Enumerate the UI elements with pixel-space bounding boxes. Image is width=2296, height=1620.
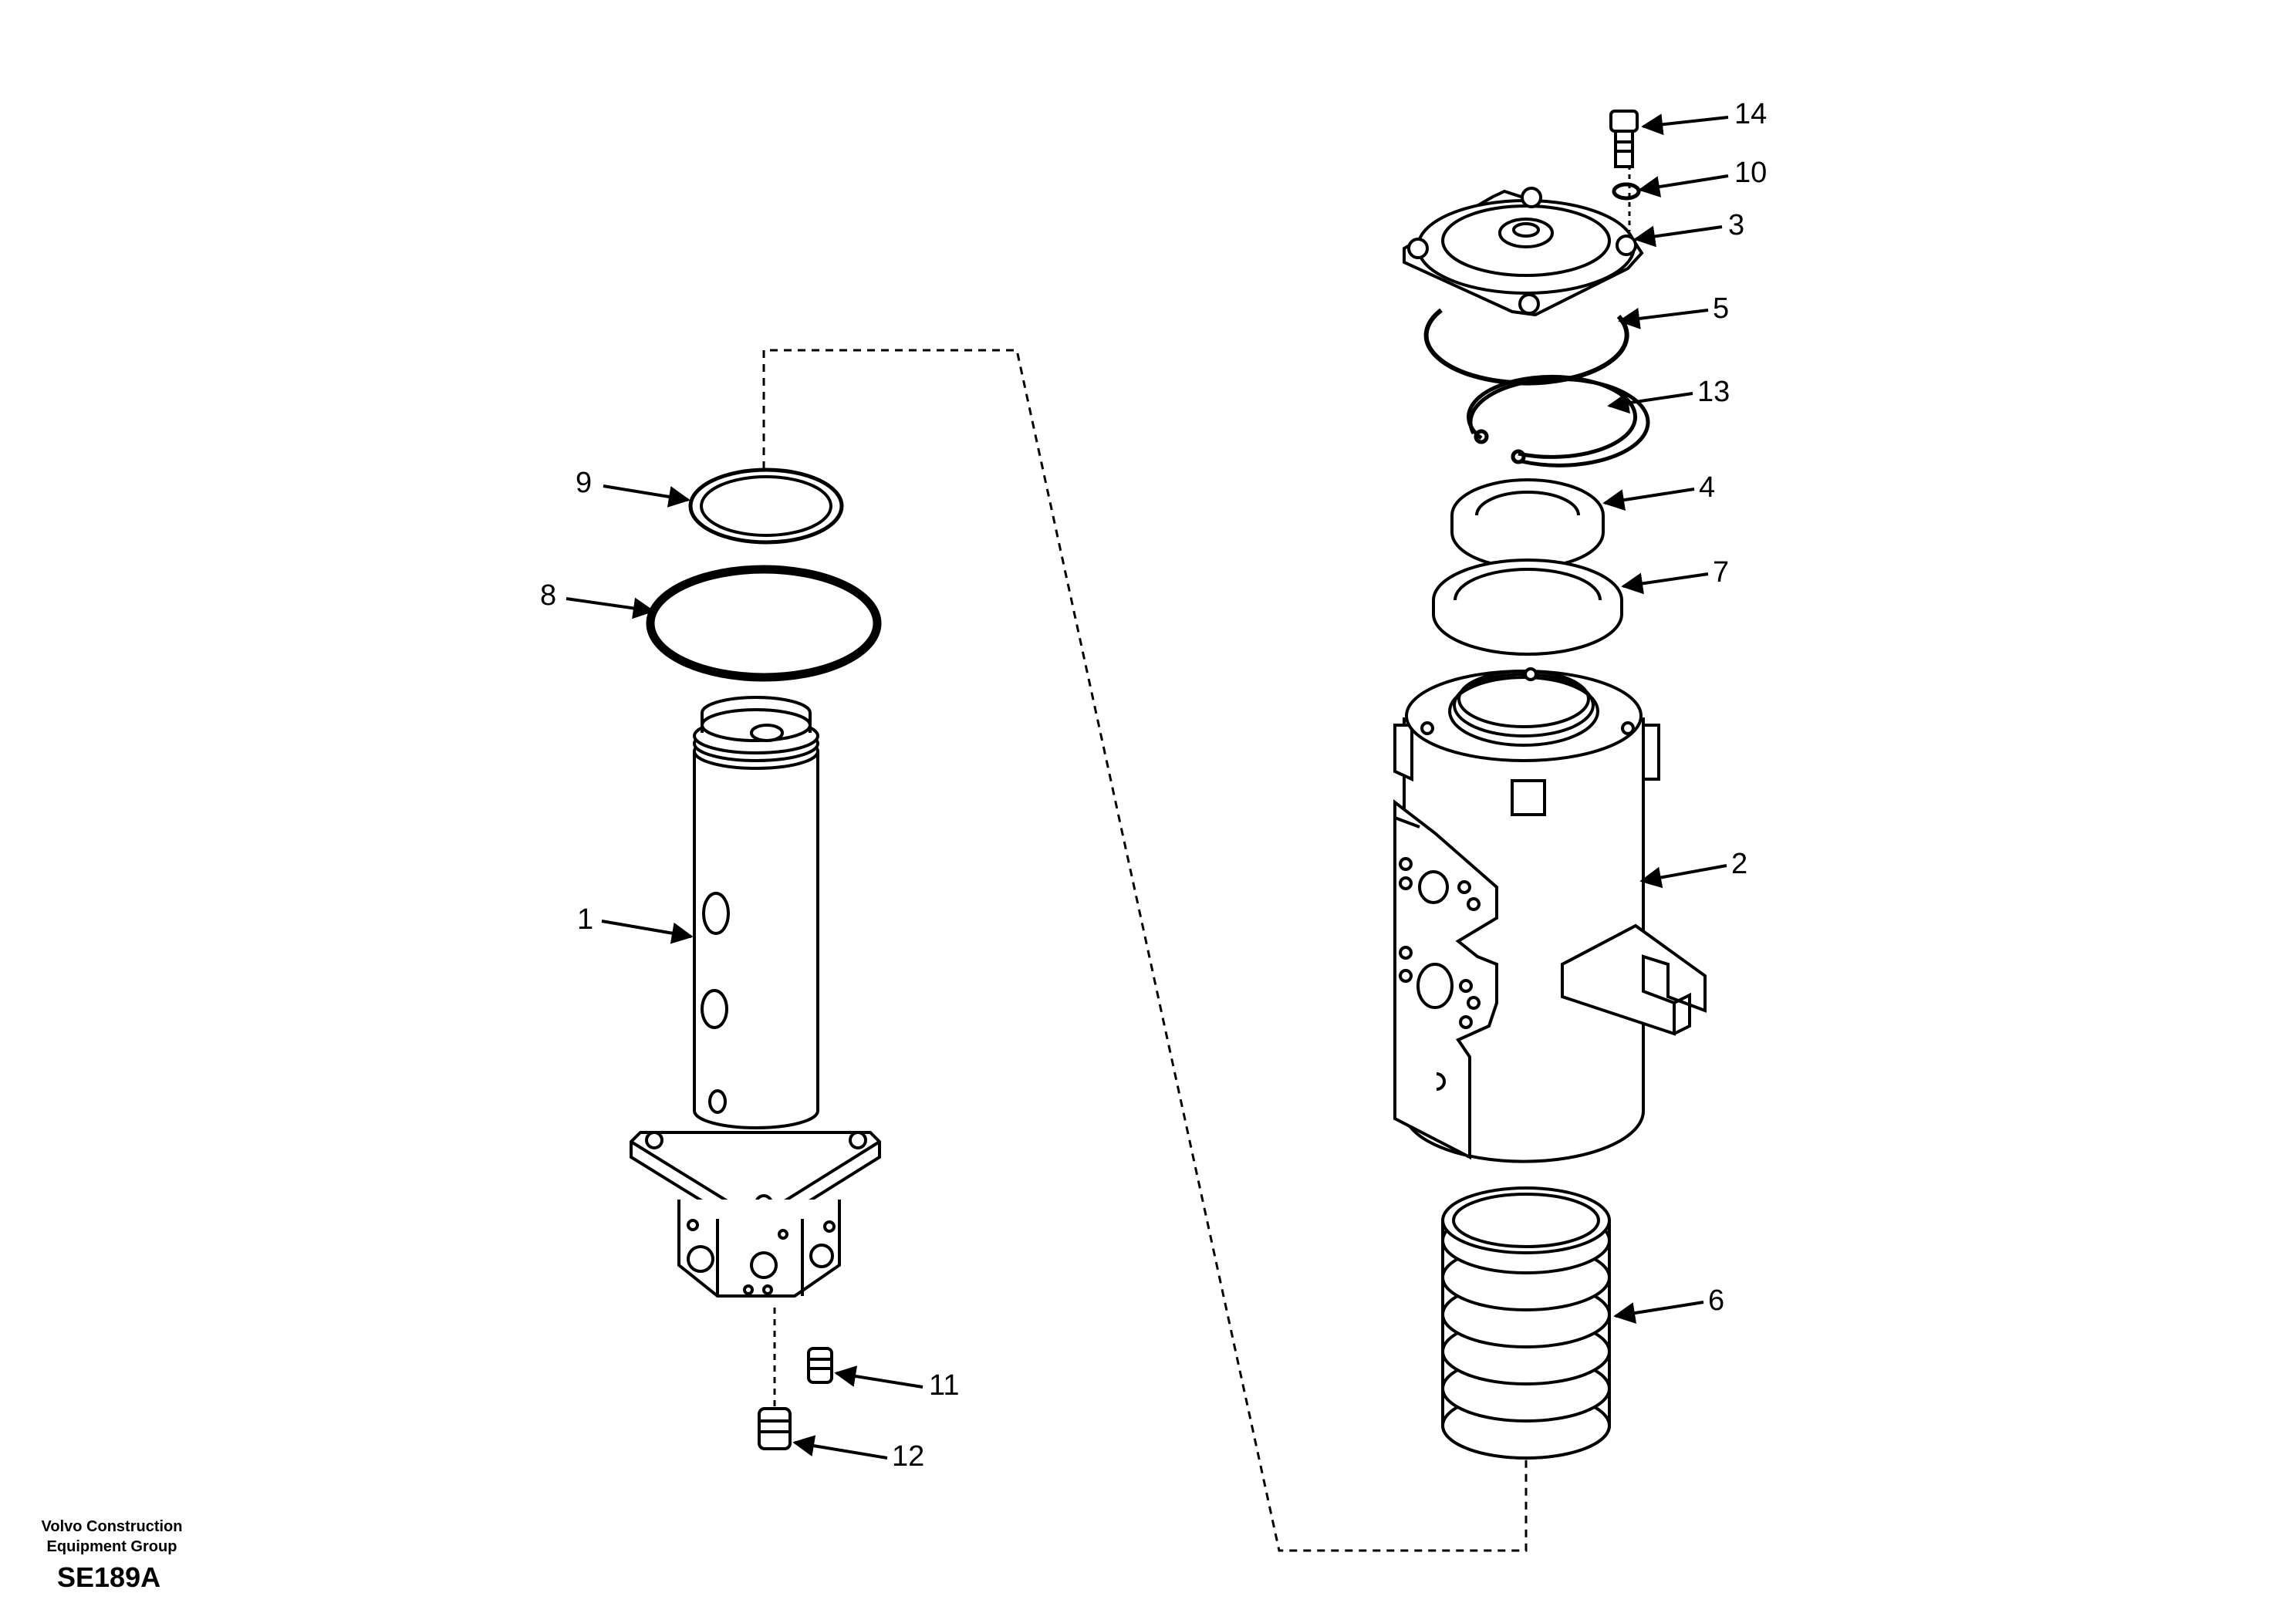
part-7-washer-ring	[1432, 559, 1623, 656]
leader-11	[834, 1365, 923, 1389]
callout-13: 13	[1697, 376, 1730, 408]
callout-9: 9	[576, 467, 592, 499]
callout-4: 4	[1699, 471, 1715, 504]
part-9-backup-ring	[688, 467, 844, 545]
company-name-line2: Equipment Group	[46, 1538, 177, 1555]
leader-9	[603, 484, 690, 508]
callout-5: 5	[1713, 292, 1729, 325]
part-13-snap-ring	[1467, 374, 1650, 467]
part-12-plug	[758, 1407, 792, 1450]
part-8-o-ring	[646, 565, 882, 682]
part-14-bolt	[1609, 110, 1639, 168]
callout-14: 14	[1734, 98, 1767, 130]
callout-7: 7	[1713, 556, 1729, 589]
callout-2: 2	[1731, 848, 1747, 880]
leader-4	[1602, 488, 1695, 511]
callout-6: 6	[1708, 1284, 1724, 1317]
leader-10	[1638, 174, 1729, 197]
part-1-rotor-shaft	[630, 696, 881, 1298]
part-11-plug	[807, 1347, 833, 1384]
leader-6	[1613, 1301, 1704, 1324]
callout-1: 1	[577, 903, 593, 936]
part-10-washer	[1612, 182, 1641, 201]
part-6-seal-stack	[1441, 1186, 1611, 1460]
leader-13	[1607, 392, 1693, 414]
callout-3: 3	[1728, 209, 1744, 241]
callout-12: 12	[892, 1440, 924, 1473]
part-3-cover	[1403, 187, 1644, 317]
assembly-dashed-path	[762, 349, 1528, 1552]
leader-12	[792, 1435, 888, 1460]
callout-10: 10	[1734, 157, 1767, 189]
callout-8: 8	[540, 579, 556, 612]
leader-3	[1633, 225, 1723, 248]
drawing-code: SE189A	[57, 1561, 161, 1593]
part-2-swivel-body	[1393, 667, 1707, 1163]
leader-7	[1621, 572, 1709, 595]
part-4-seal-ring	[1450, 478, 1605, 569]
company-name-line1: Volvo Construction	[41, 1518, 183, 1535]
callout-11: 11	[929, 1369, 959, 1402]
leader-8	[566, 597, 655, 619]
leader-arrows	[566, 113, 1729, 1460]
part-5-ring	[1423, 308, 1629, 386]
leader-2	[1639, 864, 1727, 889]
leader-5	[1618, 308, 1709, 329]
leader-14	[1641, 113, 1729, 136]
leader-1	[601, 920, 694, 944]
